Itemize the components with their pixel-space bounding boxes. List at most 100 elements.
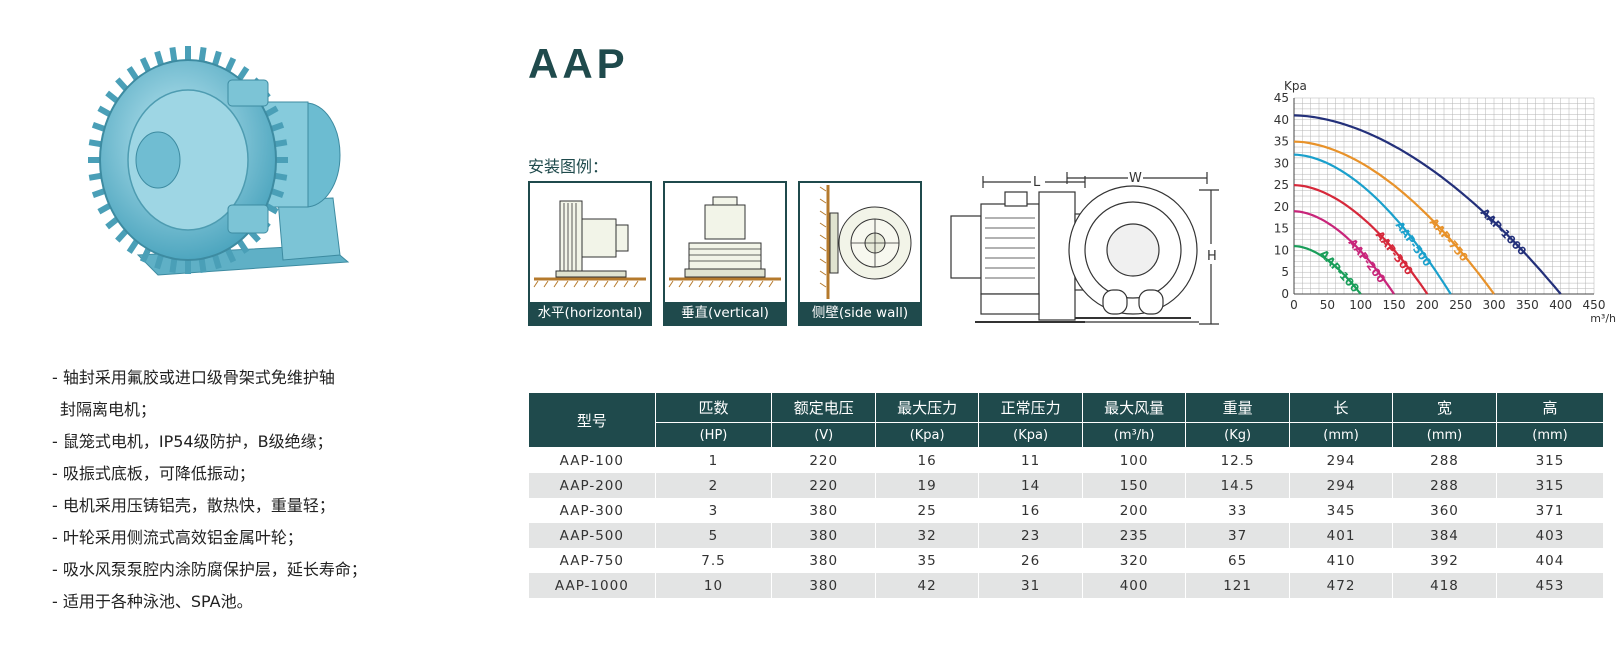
blower-product-image (88, 46, 350, 276)
feature-text: - 吸水风泵泵腔内涂防腐保护层，延长寿命； (52, 560, 367, 579)
table-cell: 12.5 (1185, 447, 1291, 473)
feature-text: - 叶轮采用侧流式高效铝金属叶轮； (52, 528, 303, 547)
table-cell: 37 (1185, 523, 1291, 548)
table-cell: 100 (1082, 447, 1187, 473)
header-weight: 重量 (1185, 392, 1291, 423)
product-series-title: AAP (528, 40, 629, 87)
table-cell: 200 (1082, 498, 1187, 523)
table-cell: 32 (875, 523, 980, 548)
vertical-mount-drawing (668, 196, 781, 288)
table-cell: 5 (654, 523, 773, 548)
y-tick-label: 15 (1274, 222, 1289, 236)
table-cell: 235 (1082, 523, 1187, 548)
x-tick-label: 150 (1383, 298, 1406, 312)
table-cell: 25 (875, 498, 980, 523)
unit-max-airflow: (m³/h) (1082, 422, 1187, 448)
model-cell: AAP-100 (528, 447, 656, 473)
model-cell: AAP-750 (528, 548, 656, 573)
spec-table: 型号 匹数 额定电压 最大压力 正常压力 最大风量 重量 长 宽 高 (HP) … (528, 392, 1605, 598)
sidewall-mount-drawing (819, 185, 912, 299)
table-cell: 315 (1495, 447, 1605, 473)
model-cell: AAP-1000 (528, 573, 656, 598)
y-tick-label: 25 (1274, 178, 1289, 192)
x-tick-label: 200 (1416, 298, 1439, 312)
table-cell: 380 (771, 573, 877, 598)
curve-aap-200 (1293, 210, 1395, 295)
dimension-h-label: H (1207, 249, 1217, 264)
install-illustration-title: 安装图例： (528, 157, 609, 176)
table-cell: 35 (875, 548, 980, 573)
table-cell: 220 (771, 447, 877, 473)
table-cell: 453 (1495, 573, 1605, 598)
x-tick-label: 400 (1549, 298, 1572, 312)
table-cell: 404 (1495, 548, 1605, 573)
table-cell: 400 (1082, 573, 1187, 598)
table-cell: 14.5 (1185, 473, 1291, 498)
x-tick-label: 300 (1483, 298, 1506, 312)
unit-length: (mm) (1289, 422, 1394, 448)
feature-item: - 适用于各种泳池、SPA池。 (52, 586, 367, 618)
table-cell: 42 (875, 573, 980, 598)
table-cell: 121 (1185, 573, 1291, 598)
x-tick-label: 50 (1320, 298, 1335, 312)
y-tick-label: 10 (1274, 243, 1289, 257)
table-unit-row: (HP) (V) (Kpa) (Kpa) (m³/h) (Kg) (mm) (m… (529, 422, 1605, 448)
header-voltage: 额定电压 (771, 392, 877, 423)
x-tick-label: 0 (1290, 298, 1298, 312)
table-cell: 65 (1185, 548, 1291, 573)
install-sidewall-caption: 侧壁(side wall) (800, 302, 920, 324)
table-cell: 294 (1289, 447, 1394, 473)
table-cell: 10 (654, 573, 773, 598)
table-cell: 410 (1289, 548, 1394, 573)
table-cell: 7.5 (654, 548, 773, 573)
table-cell: 384 (1392, 523, 1497, 548)
table-cell: 320 (1082, 548, 1187, 573)
curve-aap-100 (1293, 245, 1362, 295)
table-cell: 380 (771, 548, 877, 573)
feature-item: - 电机采用压铸铝壳，散热快，重量轻； (52, 490, 367, 522)
y-tick-label: 0 (1281, 287, 1289, 301)
y-tick-label: 30 (1274, 156, 1289, 170)
table-cell: 33 (1185, 498, 1291, 523)
feature-item: - 吸水风泵泵腔内涂防腐保护层，延长寿命； (52, 554, 367, 586)
table-cell: 3 (654, 498, 773, 523)
unit-weight: (Kg) (1185, 422, 1291, 448)
table-cell: 392 (1392, 548, 1497, 573)
unit-voltage: (V) (771, 422, 877, 448)
header-max-pressure: 最大压力 (875, 392, 980, 423)
table-cell: 315 (1495, 473, 1605, 498)
model-cell: AAP-500 (528, 523, 656, 548)
horizontal-mount-drawing (533, 200, 646, 288)
y-tick-label: 5 (1281, 265, 1289, 279)
unit-height: (mm) (1495, 422, 1605, 448)
curve-aap-750 (1293, 140, 1495, 295)
y-tick-label: 35 (1274, 135, 1289, 149)
y-axis-label: Kpa (1284, 79, 1307, 93)
model-cell: AAP-200 (528, 473, 656, 498)
install-horizontal-panel: 水平(horizontal) (528, 181, 652, 326)
y-tick-label: 45 (1274, 91, 1289, 105)
unit-normal-pressure: (Kpa) (978, 422, 1084, 448)
feature-text: - 轴封采用氟胶或进口级骨架式免维护轴 (52, 368, 335, 387)
feature-text: 封隔离电机； (60, 400, 157, 419)
table-cell: 31 (978, 573, 1084, 598)
install-vertical-caption: 垂直(vertical) (665, 302, 785, 324)
table-cell: 16 (978, 498, 1084, 523)
curve-aap-300 (1293, 184, 1429, 295)
feature-item: - 叶轮采用侧流式高效铝金属叶轮； (52, 522, 367, 554)
dimension-w-label: W (1129, 171, 1142, 186)
table-cell: 380 (771, 523, 877, 548)
curve-aap-500 (1293, 153, 1452, 295)
table-cell: 14 (978, 473, 1084, 498)
table-cell: 380 (771, 498, 877, 523)
feature-item: - 鼠笼式电机，IP54级防护，B级绝缘； (52, 426, 367, 458)
header-hp: 匹数 (654, 392, 773, 423)
unit-hp: (HP) (654, 422, 773, 448)
